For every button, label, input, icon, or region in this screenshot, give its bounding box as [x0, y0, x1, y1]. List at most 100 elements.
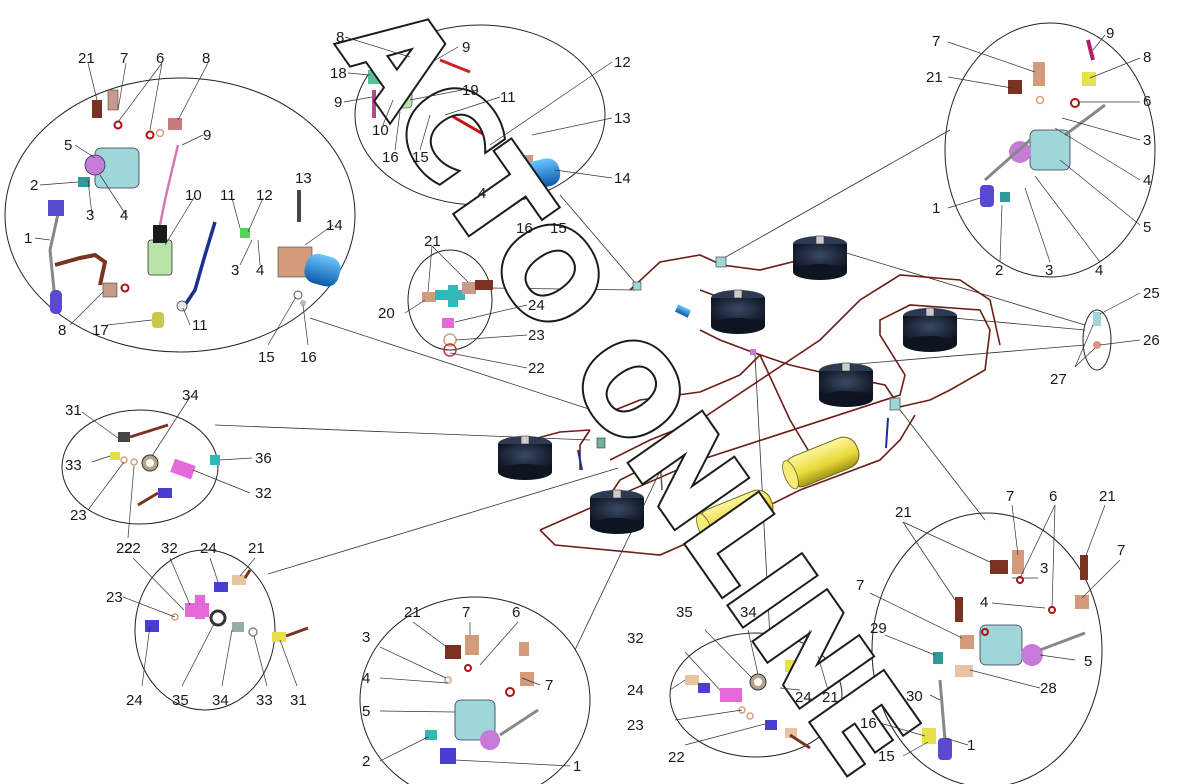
- detail-ellipse-bottom-right: [871, 512, 1103, 784]
- air-tank: [696, 489, 774, 543]
- callout-label: 11: [192, 317, 208, 334]
- detail-ellipse-right-tiny: [1082, 309, 1112, 371]
- callout-label: 33: [256, 692, 273, 709]
- detail-ellipse-lower-left: [134, 549, 276, 711]
- callout-label: 21: [248, 540, 265, 557]
- callout-label: 3: [1045, 262, 1053, 279]
- callout-label: 4: [980, 594, 988, 611]
- air-bag: [903, 307, 957, 352]
- callout-label: 12: [614, 54, 631, 71]
- callout-label: 2: [362, 753, 370, 770]
- callout-label: 36: [255, 450, 272, 467]
- callout-label: 14: [614, 170, 631, 187]
- callout-label: 17: [92, 322, 109, 339]
- callout-label: 10: [185, 187, 202, 204]
- callout-label: 27: [1050, 371, 1067, 388]
- callout-label: 21: [404, 604, 421, 621]
- detail-ellipse-small-tee: [407, 249, 493, 351]
- air-bag: [590, 489, 644, 534]
- detail-ellipse-bottom: [359, 596, 591, 784]
- small-tee-parts: [422, 280, 493, 357]
- callout-label: 18: [330, 65, 347, 82]
- callout-label: 5: [362, 703, 370, 720]
- air-bag: [498, 435, 552, 480]
- callout-label: 16: [382, 149, 399, 166]
- callout-label: 15: [412, 149, 429, 166]
- callout-label: 32: [627, 630, 644, 647]
- callout-label: 7: [856, 577, 864, 594]
- callout-label: 22: [124, 540, 141, 557]
- callout-label: 9: [334, 94, 342, 111]
- callout-label: 24: [126, 692, 143, 709]
- callout-label: 13: [295, 170, 312, 187]
- callout-label: 30: [906, 688, 923, 705]
- callout-label: 3: [362, 629, 370, 646]
- callout-label: 9: [462, 39, 470, 56]
- system-fittings: [577, 256, 901, 491]
- callout-label: 8: [58, 322, 66, 339]
- callout-label: 15: [878, 748, 895, 765]
- air-tank: [782, 436, 860, 490]
- callout-label: 1: [932, 200, 940, 217]
- callout-label: 3: [86, 207, 94, 224]
- callout-label: 6: [1049, 488, 1057, 505]
- air-bags: [498, 235, 957, 534]
- callout-label: 22: [668, 749, 685, 766]
- callout-label: 21: [424, 233, 441, 250]
- callout-label: 7: [462, 604, 470, 621]
- callout-label: 5: [64, 137, 72, 154]
- callout-label: 8: [1143, 49, 1151, 66]
- callout-label: 29: [870, 620, 887, 637]
- callout-label: 13: [614, 110, 631, 127]
- bottom-right-small-parts: [685, 650, 823, 750]
- callout-label: 15: [258, 349, 275, 366]
- callout-label: 21: [1099, 488, 1116, 505]
- air-bag: [711, 289, 765, 334]
- lower-left-parts: [145, 569, 309, 642]
- callout-label: 24: [795, 689, 812, 706]
- callout-label: 6: [156, 50, 164, 67]
- callout-label: 4: [256, 262, 264, 279]
- detail-ellipse-mid-left: [61, 409, 219, 525]
- detail-ellipse-left: [4, 77, 356, 353]
- callout-label: 14: [326, 217, 343, 234]
- callout-label: 21: [895, 504, 912, 521]
- callout-label: 35: [172, 692, 189, 709]
- callout-label: 1: [967, 737, 975, 754]
- callout-label: 26: [1143, 332, 1160, 349]
- callout-label: 5: [1084, 653, 1092, 670]
- callout-label: 32: [255, 485, 272, 502]
- callout-label: 7: [932, 33, 940, 50]
- callout-label: 32: [161, 540, 178, 557]
- callout-label: 22: [528, 360, 545, 377]
- callout-label: 22: [116, 540, 133, 557]
- callout-label: 31: [65, 402, 82, 419]
- callout-label: 4: [478, 185, 486, 202]
- callout-label: 15: [550, 220, 567, 237]
- callout-label: 23: [70, 507, 87, 524]
- callout-label: 7: [120, 50, 128, 67]
- callout-label: 3: [231, 262, 239, 279]
- callout-label: 21: [78, 50, 95, 67]
- callout-label: 4: [120, 207, 128, 224]
- detail-ellipse-top: [354, 24, 606, 206]
- right-tiny-parts: [1093, 312, 1101, 349]
- air-bag: [793, 235, 847, 280]
- callout-label: 31: [290, 692, 307, 709]
- callout-labels: 21 7 6 8 9 5 2 3 4 1 10 11 12 13 14 3 4 …: [24, 25, 1160, 775]
- callout-label: 7: [1117, 542, 1125, 559]
- callout-label: 35: [676, 604, 693, 621]
- callout-label: 24: [528, 297, 545, 314]
- callout-label: 6: [512, 604, 520, 621]
- callout-label: 5: [1143, 219, 1151, 236]
- callout-label: 2: [995, 262, 1003, 279]
- callout-label: 34: [740, 604, 757, 621]
- callout-label: 23: [528, 327, 545, 344]
- callout-leaders: [34, 34, 1141, 767]
- callout-label: 11: [500, 89, 516, 106]
- left-detail-parts: [48, 89, 341, 328]
- callout-label: 28: [1040, 680, 1057, 697]
- callout-label: 7: [1006, 488, 1014, 505]
- mid-left-parts: [110, 423, 220, 507]
